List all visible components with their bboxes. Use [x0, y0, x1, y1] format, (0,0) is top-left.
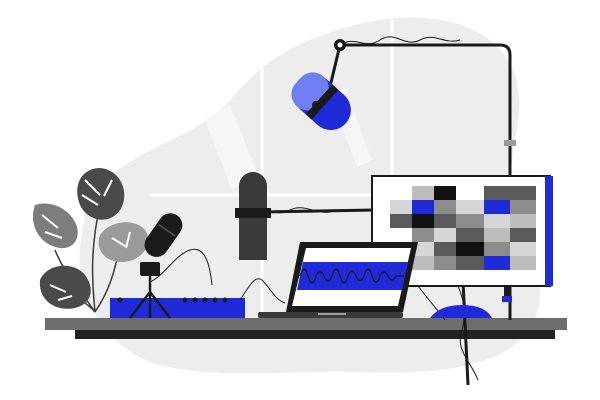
laptop-waveform: [299, 268, 404, 284]
monstera-leaf-mid: [98, 222, 149, 262]
monstera-plant-icon: [32, 168, 149, 313]
desk-top: [45, 318, 567, 330]
desk-front: [75, 330, 555, 339]
monitor-pixel-grid: [390, 186, 536, 270]
audio-mixer-icon: [110, 297, 245, 318]
desk-microphone-icon: [129, 213, 213, 319]
laptop-waveform-icon: [258, 242, 418, 318]
monstera-leaf-bottom: [39, 265, 91, 309]
boom-arm-microphone-icon: [291, 72, 351, 131]
side-boom-microphone-icon: [235, 172, 470, 386]
